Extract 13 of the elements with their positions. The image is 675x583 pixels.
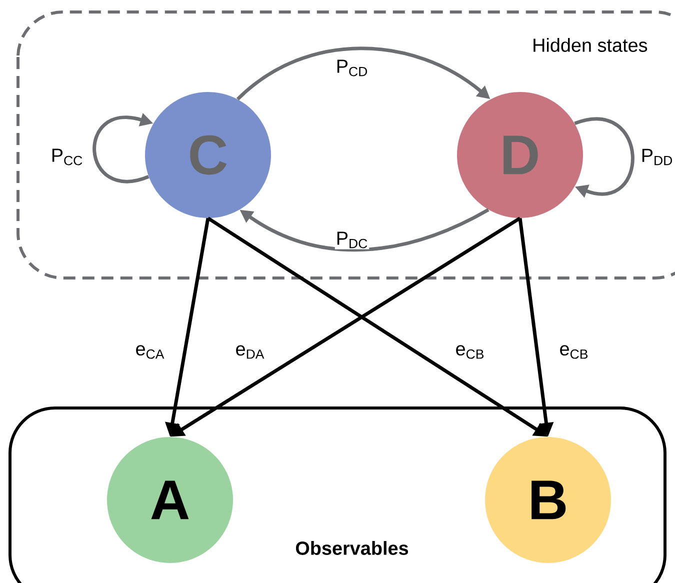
edge-label: e$_{CA}$ xyxy=(136,345,164,359)
edge-label: P$_{CD}$ xyxy=(337,60,367,76)
group-box xyxy=(8,406,666,583)
edge-label: P$_{DC}$ xyxy=(337,232,368,248)
edge-label: e$_{DA}$ xyxy=(236,345,264,359)
group-box xyxy=(16,10,675,280)
edge-label: e$_{CB}$ xyxy=(560,345,588,359)
edge-label: e$_{CB}$ xyxy=(456,345,484,359)
arrow xyxy=(574,118,634,198)
edge-label: P$_{DD}$ xyxy=(642,148,672,166)
edge-label: P$_{CC}$ xyxy=(52,148,82,166)
group-label: Hidden states xyxy=(534,38,648,52)
group-label: Observables xyxy=(296,541,408,555)
